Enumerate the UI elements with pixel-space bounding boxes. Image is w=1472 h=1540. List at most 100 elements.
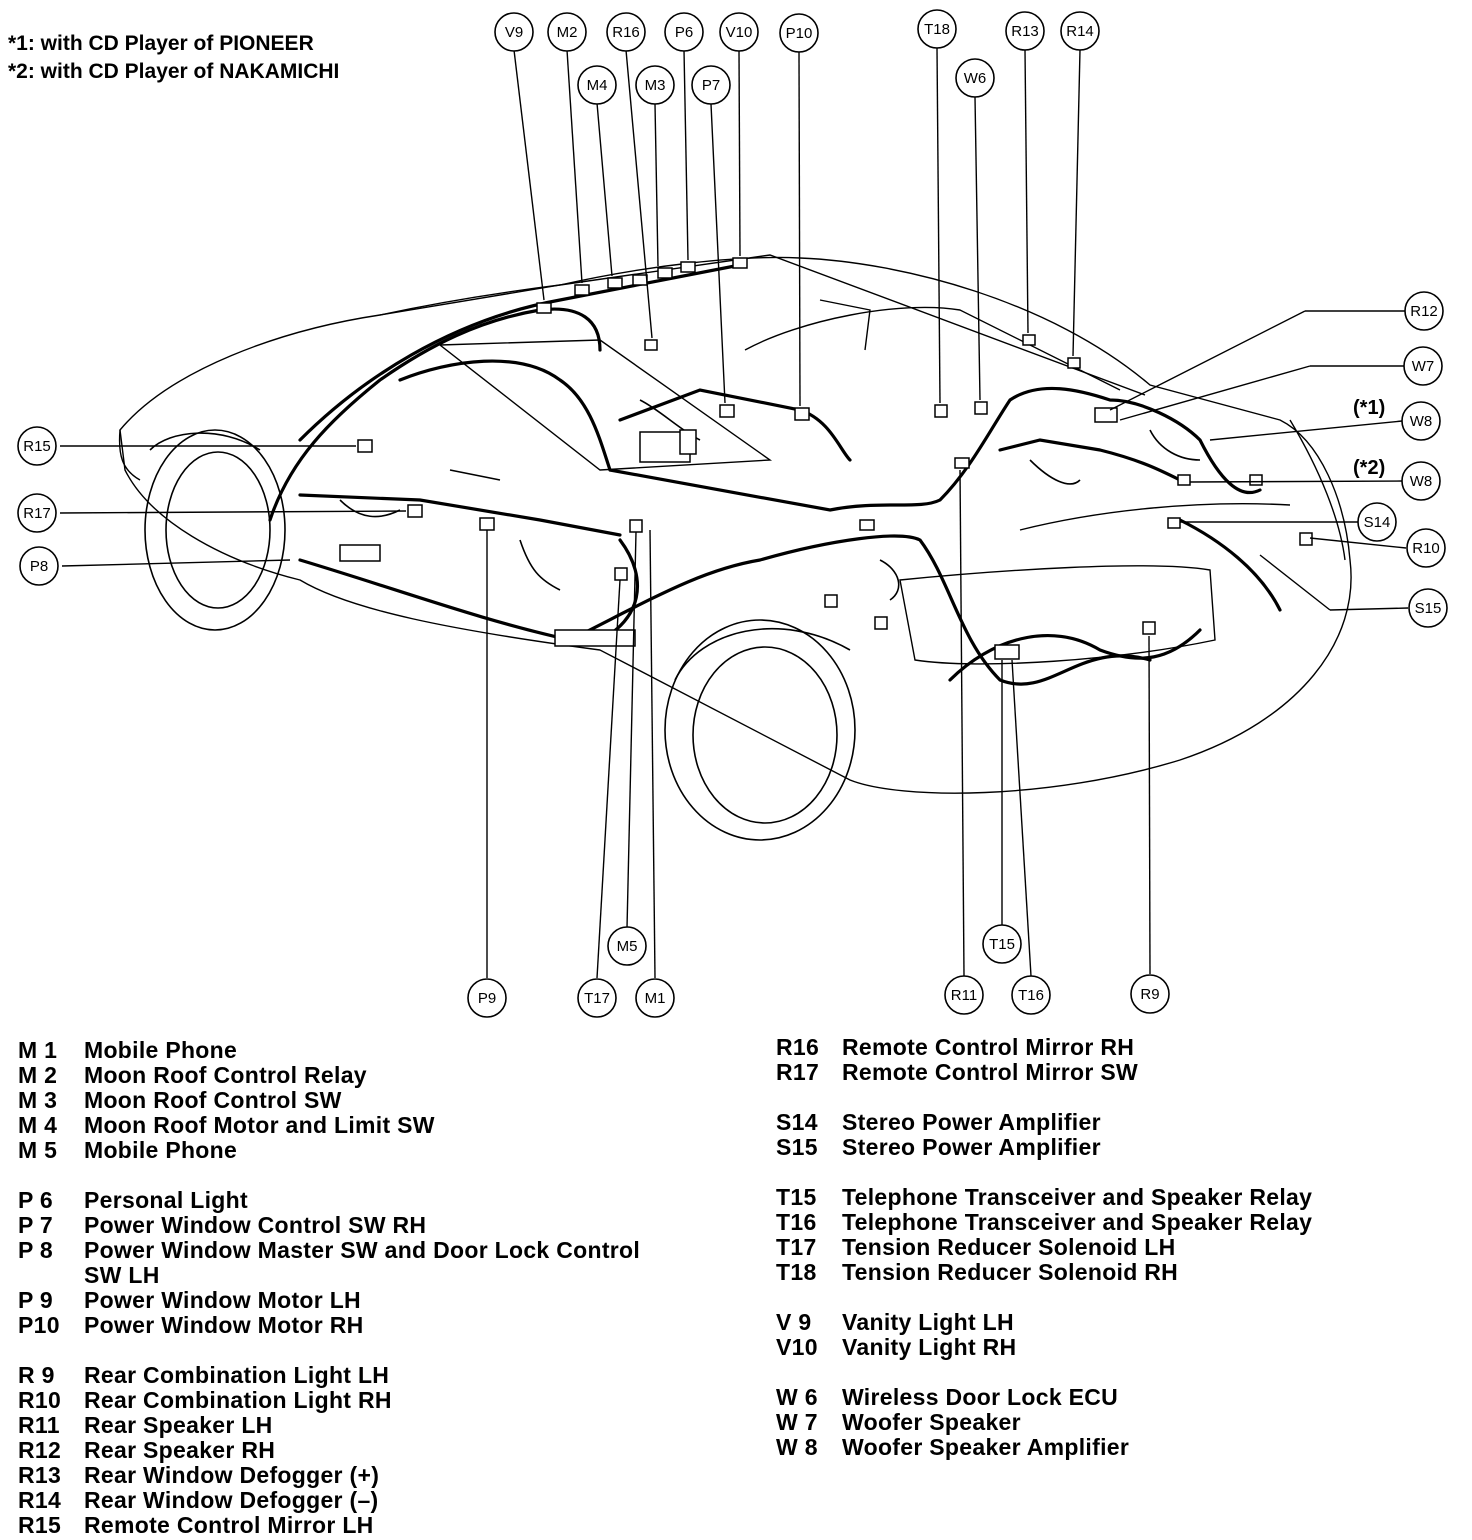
legend-code: T17 [776, 1234, 817, 1260]
legend-code: R12 [18, 1437, 62, 1463]
legend-code: M 4 [18, 1112, 58, 1138]
legend-code: R10 [18, 1387, 62, 1413]
callout-w6-label: W6 [964, 70, 987, 87]
legend-code: P10 [18, 1312, 60, 1338]
legend-row: R12 Rear Speaker RH [18, 1438, 640, 1463]
legend-label: Power Window Master SW and Door Lock Con… [84, 1237, 641, 1263]
legend-label: Telephone Transceiver and Speaker Relay [842, 1184, 1313, 1210]
legend-code: R11 [18, 1412, 60, 1438]
legend-label: Mobile Phone [84, 1137, 238, 1163]
callout-w8-nakamichi-label: W8 [1410, 473, 1433, 490]
callout-p6: P6 [664, 12, 704, 52]
callout-m3: M3 [635, 65, 675, 105]
callout-m5-label: M5 [617, 938, 638, 955]
callout-t16: T16 [1011, 975, 1051, 1015]
callout-p9-label: P9 [478, 990, 496, 1007]
callout-m1-label: M1 [645, 990, 666, 1007]
legend-code: R16 [776, 1034, 820, 1060]
callout-p7-label: P7 [702, 77, 720, 94]
legend-label: Vanity Light LH [842, 1309, 1014, 1335]
legend-spacer [776, 1285, 1312, 1310]
legend-code: T18 [776, 1259, 817, 1285]
legend-row: V10 Vanity Light RH [776, 1335, 1312, 1360]
legend-label: Rear Combination Light RH [84, 1387, 392, 1413]
rear-wheel [664, 619, 856, 841]
connectors [339, 257, 1313, 660]
callout-w8-pioneer: W8 [1401, 401, 1441, 441]
legend-label: Mobile Phone [84, 1037, 238, 1063]
legend-code: P 9 [18, 1287, 54, 1313]
footnotes: *1: with CD Player of PIONEER *2: with C… [8, 30, 339, 86]
legend-code: M 1 [18, 1037, 58, 1063]
legend-label: Power Window Motor RH [84, 1312, 364, 1338]
legend-code: V10 [776, 1334, 818, 1360]
callout-r15-label: R15 [23, 438, 51, 455]
car-body-outline [118, 254, 1352, 794]
legend-label: Stereo Power Amplifier [842, 1134, 1101, 1160]
variant-mark-2: (*2) [1353, 457, 1385, 479]
callout-m2: M2 [547, 12, 587, 52]
callout-m4-label: M4 [587, 77, 608, 94]
footnote-1: *1: with CD Player of PIONEER [8, 32, 314, 55]
legend-label: Power Window Motor LH [84, 1287, 361, 1313]
callout-m3-label: M3 [645, 77, 666, 94]
legend-label: SW LH [84, 1262, 160, 1288]
callout-t15-label: T15 [989, 936, 1015, 953]
callout-s15: S15 [1408, 588, 1448, 628]
callout-w7: W7 [1403, 346, 1443, 386]
legend-row: M 5 Mobile Phone [18, 1138, 640, 1163]
legend-label: Vanity Light RH [842, 1334, 1017, 1360]
legend-row-continuation: SW LH [18, 1263, 640, 1288]
callout-v10: V10 [719, 12, 759, 52]
callout-w8-nakamichi: W8 [1401, 461, 1441, 501]
legend-row: R11 Rear Speaker LH [18, 1413, 640, 1438]
callout-r16: R16 [606, 12, 646, 52]
legend-label: Rear Combination Light LH [84, 1362, 390, 1388]
legend-code: S15 [776, 1134, 818, 1160]
callout-p8: P8 [19, 546, 59, 586]
legend-row: R10 Rear Combination Light RH [18, 1388, 640, 1413]
legend-code: M 5 [18, 1137, 58, 1163]
legend-spacer [776, 1085, 1312, 1110]
legend-row: R 9 Rear Combination Light LH [18, 1363, 640, 1388]
legend-label: Woofer Speaker Amplifier [842, 1434, 1130, 1460]
callout-r12: R12 [1404, 291, 1444, 331]
callout-r13: R13 [1005, 11, 1045, 51]
legend-code: R 9 [18, 1362, 55, 1388]
legend-label: Rear Speaker RH [84, 1437, 276, 1463]
legend-label: Power Window Control SW RH [84, 1212, 427, 1238]
legend-label: Tension Reducer Solenoid RH [842, 1259, 1179, 1285]
callout-s15-label: S15 [1415, 600, 1442, 617]
callout-v9: V9 [494, 12, 534, 52]
legend-code: R17 [776, 1059, 820, 1085]
callout-r9-label: R9 [1140, 986, 1159, 1003]
legend-code: M 2 [18, 1062, 58, 1088]
callout-w7-label: W7 [1412, 358, 1435, 375]
legend-code: T15 [776, 1184, 817, 1210]
legend-label: Rear Speaker LH [84, 1412, 273, 1438]
variant-mark-1: (*1) [1353, 397, 1385, 419]
callout-r11-label: R11 [951, 987, 977, 1004]
front-wheel [144, 429, 286, 631]
callout-r11: R11 [944, 975, 984, 1015]
callout-w6: W6 [955, 58, 995, 98]
callout-r13-label: R13 [1011, 23, 1039, 40]
callout-v9-label: V9 [505, 24, 523, 41]
callout-t18: T18 [917, 9, 957, 49]
callout-m1: M1 [635, 978, 675, 1018]
callout-r14: R14 [1060, 11, 1100, 51]
legend-code: S14 [776, 1109, 818, 1135]
